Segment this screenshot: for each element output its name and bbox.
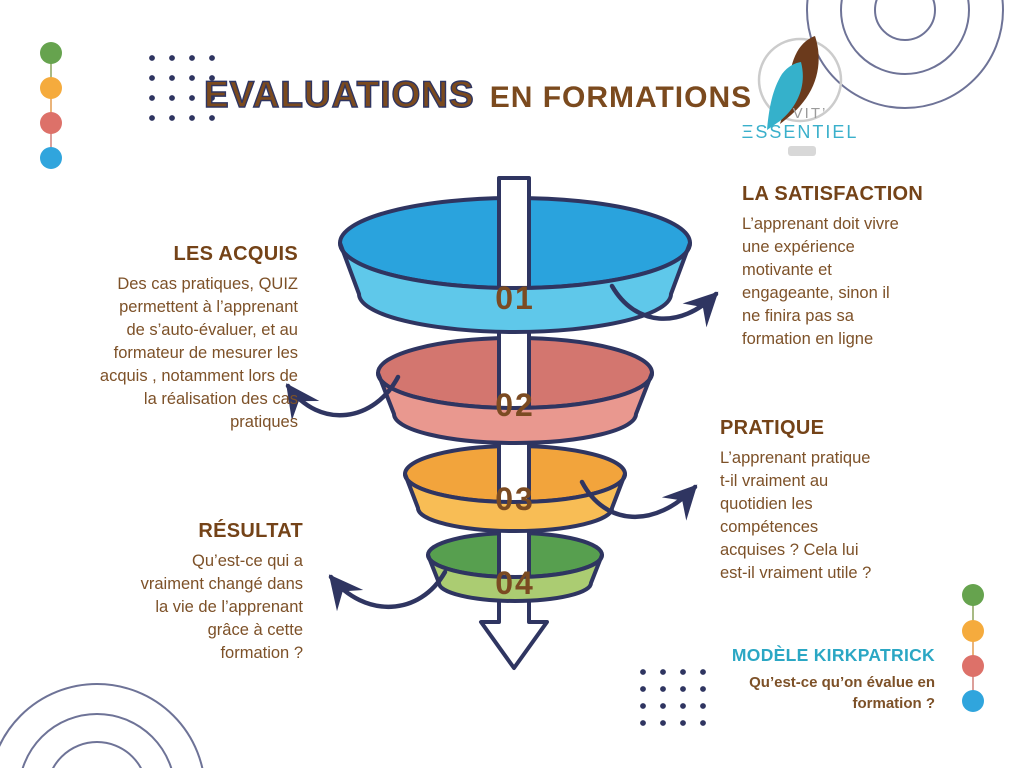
text-line: grâce à cette <box>207 621 303 639</box>
dot-chain-left <box>40 42 62 169</box>
funnel-level-2-number: 02 <box>495 387 535 423</box>
arrow-to-acquis <box>285 374 401 421</box>
text-line: une expérience <box>742 238 855 256</box>
logo-wordmark-essentiel: ΞSSENTIEL <box>741 122 859 142</box>
logo-lightbulb-icon <box>757 36 843 156</box>
text-line: L’apprenant pratique <box>720 449 871 467</box>
text-line: acquises ? Cela lui <box>720 541 859 559</box>
arrow-to-resultat <box>328 569 448 612</box>
section-satisfaction-heading: LA SATISFACTION <box>742 183 924 205</box>
text-line: la réalisation des cas <box>143 390 298 408</box>
section-satisfaction: LA SATISFACTION L’apprenant doit vivre u… <box>742 183 947 351</box>
text-line: formation ? <box>852 695 936 712</box>
text-line: formation en ligne <box>742 330 874 348</box>
text-line: quotidien les <box>720 495 813 513</box>
page-title: EVALUATIONS EN FORMATIONS <box>203 73 753 116</box>
section-pratique-heading: PRATIQUE <box>720 417 825 439</box>
section-pratique: PRATIQUE L’apprenant pratique t-il vraim… <box>720 417 920 585</box>
section-kirkpatrick: MODÈLE KIRKPATRICK Qu’est-ce qu’on évalu… <box>675 645 935 714</box>
text-line: motivante et <box>742 261 832 279</box>
text-line: la vie de l’apprenant <box>155 598 303 616</box>
section-resultat-heading: RÉSULTAT <box>198 520 303 542</box>
text-line: de s’auto-évaluer, et au <box>126 321 298 339</box>
text-line: formation ? <box>220 644 303 662</box>
text-line: Qu’est-ce qu’on évalue en <box>749 674 935 691</box>
logo-wordmark-vit: VIT’ <box>792 105 828 122</box>
concentric-circles-top-right <box>806 0 1004 109</box>
funnel-level-3-number: 03 <box>495 481 535 517</box>
text-line: Qu’est-ce qui a <box>192 552 303 570</box>
arrow-to-pratique <box>579 479 698 521</box>
text-line: vraiment changé dans <box>140 575 303 593</box>
section-acquis: LES ACQUIS Des cas pratiques, QUIZ perme… <box>48 243 298 434</box>
text-line: L’apprenant doit vivre <box>742 215 899 233</box>
text-line: Des cas pratiques, QUIZ <box>117 275 298 293</box>
page-title-emphasis: EVALUATIONS <box>203 73 475 115</box>
text-line: pratiques <box>230 413 298 431</box>
section-kirkpatrick-heading: MODÈLE KIRKPATRICK <box>731 645 935 665</box>
text-line: acquis , notamment lors de <box>99 367 298 385</box>
page-title-rest: EN FORMATIONS <box>489 81 753 114</box>
section-acquis-heading: LES ACQUIS <box>173 243 298 265</box>
text-line: t-il vraiment au <box>720 472 829 490</box>
text-line: est-il vraiment utile ? <box>720 564 872 582</box>
section-resultat: RÉSULTAT Qu’est-ce qui a vraiment changé… <box>88 520 303 665</box>
connector-arrows <box>285 283 719 612</box>
funnel-front-bands <box>338 241 692 603</box>
text-line: formateur de mesurer les <box>113 344 298 362</box>
dot-chain-right <box>962 584 984 712</box>
arrow-to-satisfaction <box>609 283 719 328</box>
funnel-level-1-number: 01 <box>495 280 535 316</box>
concentric-circles-bottom-left <box>0 683 204 768</box>
text-line: ne finira pas sa <box>742 307 854 325</box>
text-line: permettent à l’apprenant <box>119 298 298 316</box>
text-line: compétences <box>720 518 819 536</box>
text-line: engageante, sinon il <box>742 284 890 302</box>
funnel-level-4-number: 04 <box>495 565 535 601</box>
